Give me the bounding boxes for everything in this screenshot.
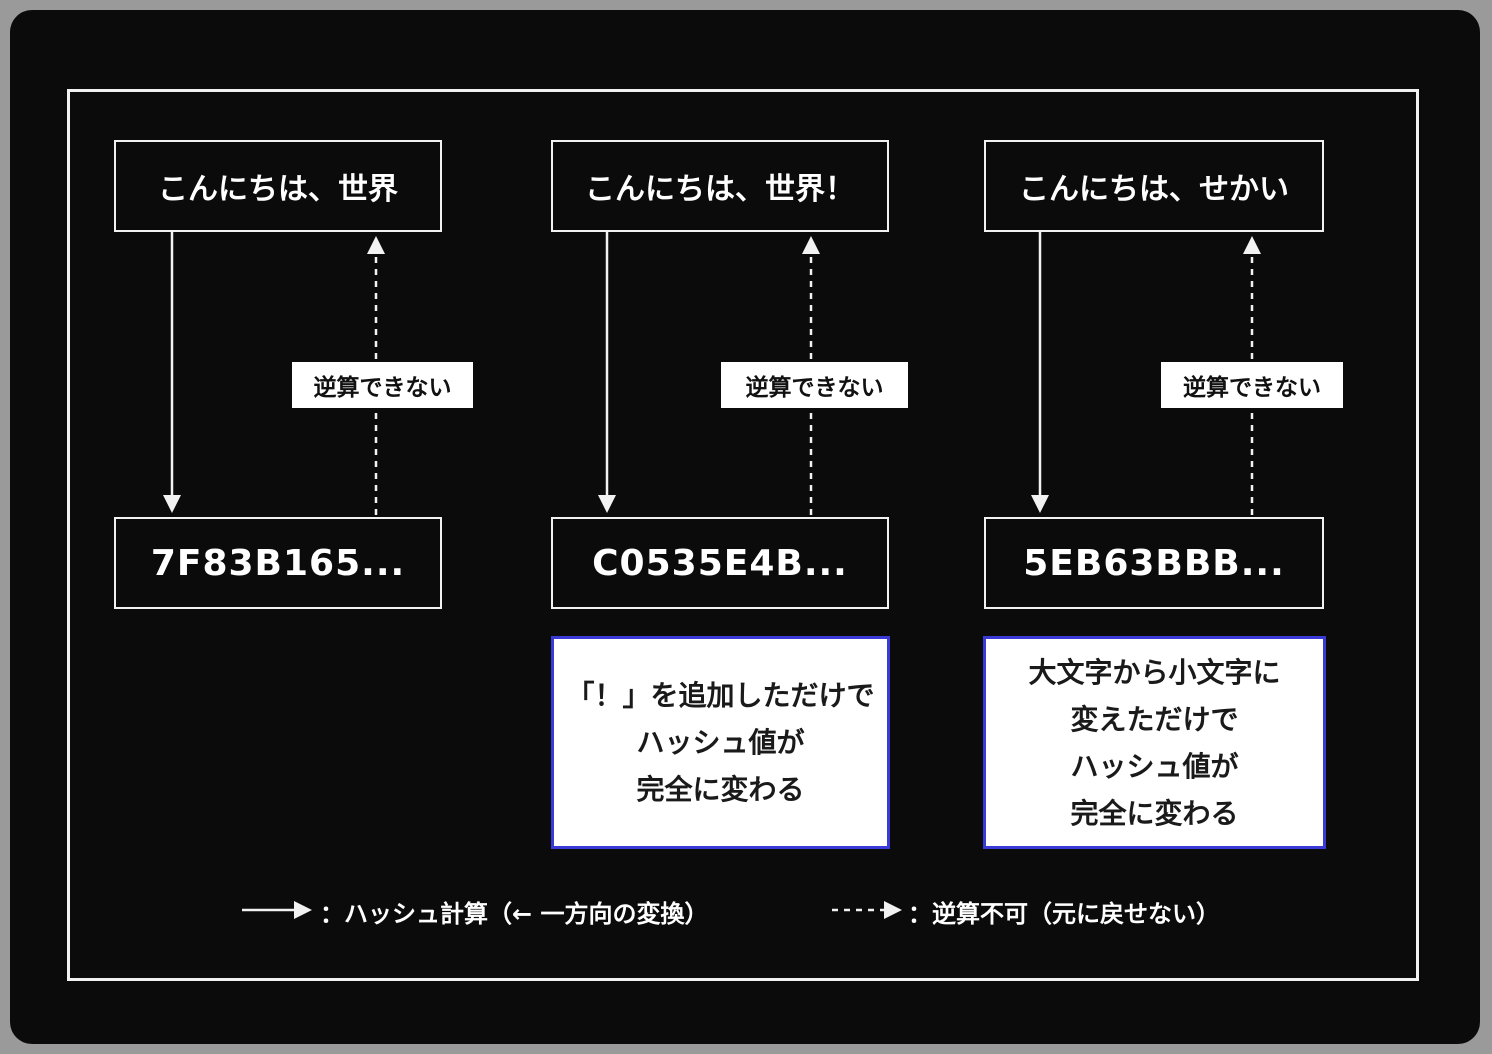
input-box-2: こんにちは、世界！ — [551, 140, 889, 232]
hash-arrowhead-2 — [598, 495, 616, 513]
reverse-arrowhead-1 — [367, 236, 385, 254]
input-box-3: こんにちは、せかい — [984, 140, 1324, 232]
diagram-frame — [67, 89, 1419, 981]
hash-arrowhead-3 — [1031, 495, 1049, 513]
hash-box-1: 7F83B165... — [114, 517, 442, 609]
input-box-1: こんにちは、世界 — [114, 140, 442, 232]
note-line: 大文字から小文字に — [1028, 655, 1281, 689]
reverse-label-2: 逆算できない — [721, 362, 908, 408]
reverse-label-3: 逆算できない — [1161, 362, 1343, 408]
note-line: 「！」を追加しただけで — [566, 679, 875, 712]
legend-dashed-text: ：逆算不可（元に戻せない） — [908, 900, 1220, 928]
diagram-panel — [10, 10, 1480, 1044]
note-line: 完全に変わる — [1070, 796, 1239, 830]
legend-dashed-arrowhead — [884, 901, 902, 919]
note-box-3: 大文字から小文字に 変えただけで ハッシュ値が 完全に変わる — [983, 636, 1326, 849]
reverse-label-1: 逆算できない — [292, 362, 473, 408]
note-line: ハッシュ値が — [636, 726, 805, 759]
note-box-2: 「！」を追加しただけで ハッシュ値が 完全に変わる — [551, 636, 890, 849]
legend-solid-text: ：ハッシュ計算（← 一方向の変換） — [320, 900, 709, 928]
note-line: 変えただけで — [1070, 702, 1239, 736]
hash-arrowhead-1 — [163, 495, 181, 513]
reverse-arrowhead-2 — [802, 236, 820, 254]
note-line: ハッシュ値が — [1070, 749, 1239, 783]
hash-box-3: 5EB63BBB... — [984, 517, 1324, 609]
legend-solid-arrowhead — [294, 901, 312, 919]
note-line: 完全に変わる — [636, 773, 805, 806]
reverse-arrowhead-3 — [1243, 236, 1261, 254]
hash-box-2: C0535E4B... — [551, 517, 889, 609]
